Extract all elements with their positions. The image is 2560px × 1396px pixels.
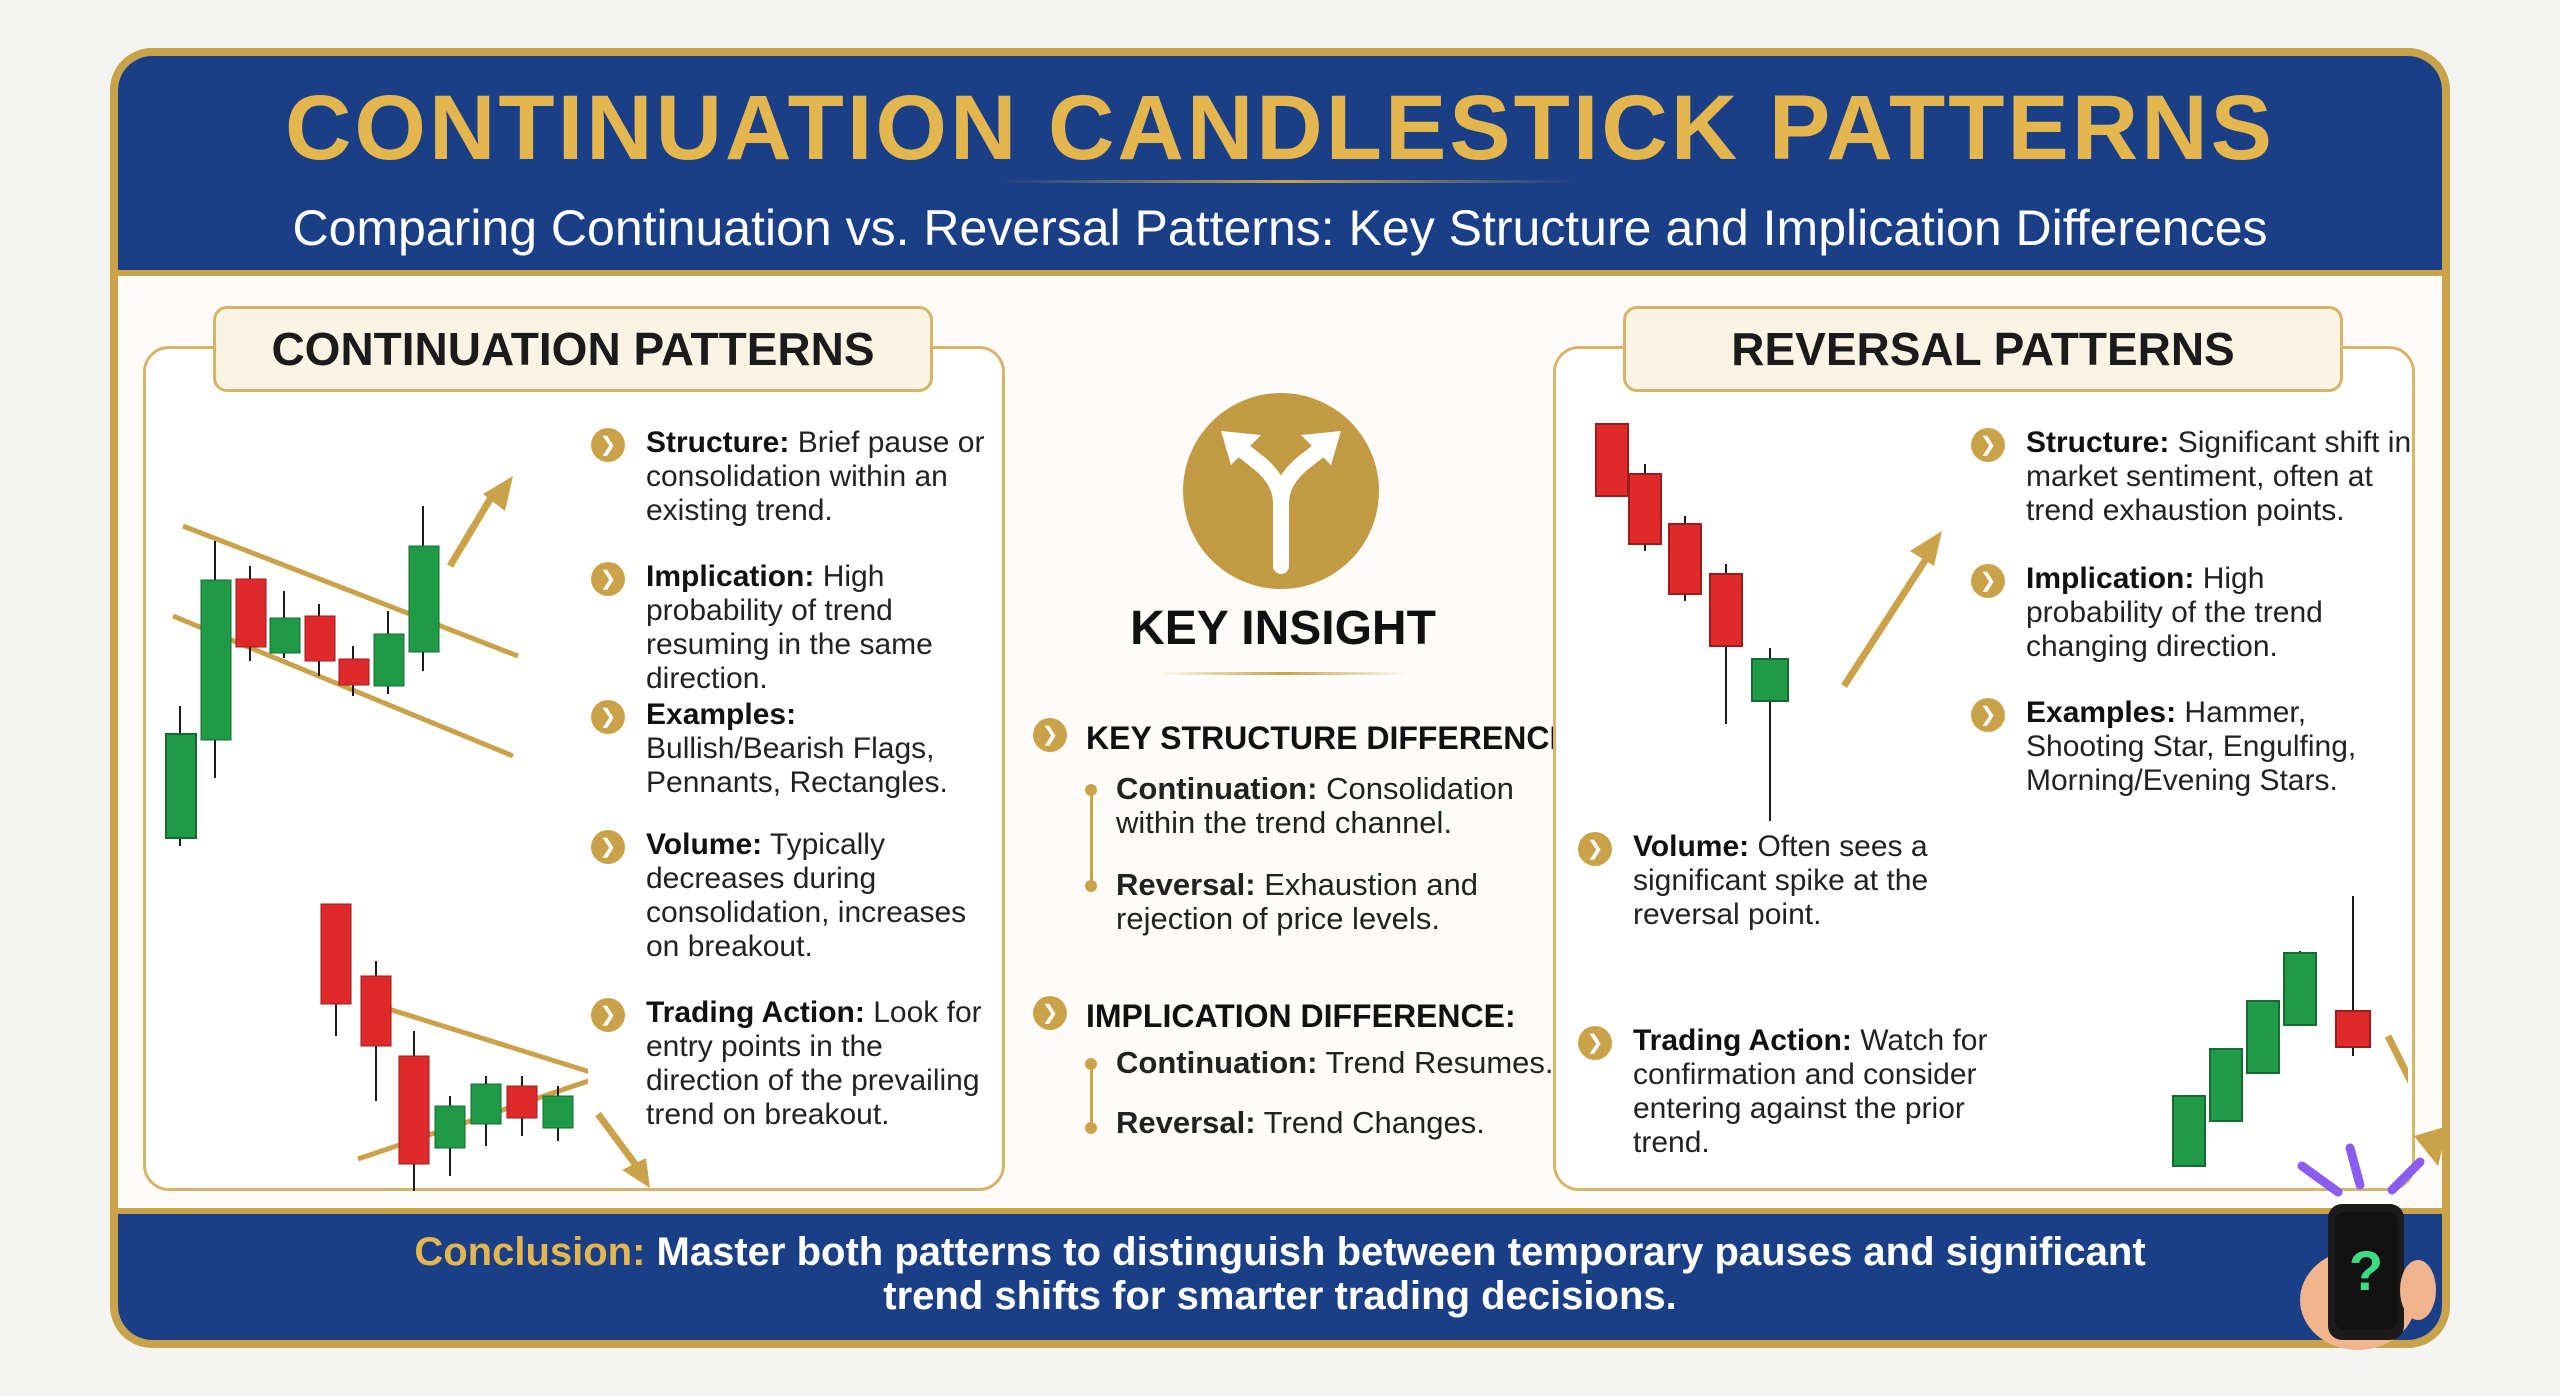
reversal-implication: Implication: High probability of the tre… [2026, 562, 2323, 663]
pennant-candle [470, 1076, 502, 1146]
chevron-right-icon: ❯ [1033, 718, 1067, 752]
reversal-candle [1628, 464, 1662, 551]
timeline-line [1090, 1068, 1093, 1122]
chevron-right-icon: ❯ [1578, 832, 1612, 866]
reversal-candle [1595, 423, 1629, 497]
chevron-right-icon: ❯ [1033, 996, 1067, 1030]
timeline-line [1090, 794, 1093, 880]
pennant-candle [320, 903, 352, 1036]
reversal-trading-action: Trading Action: Watch for confirmation a… [1633, 1024, 1988, 1159]
reversal-candle [2209, 1048, 2243, 1122]
flag-candle [200, 541, 232, 778]
continuation-charts [165, 476, 588, 1191]
flag-candle [165, 706, 197, 846]
flag-candle [373, 611, 405, 694]
reversal-candle [1751, 648, 1789, 821]
pennant-candle [506, 1076, 538, 1136]
flag-candle [408, 506, 440, 671]
conclusion-line-2: trend shifts for smarter trading decisio… [883, 1274, 1677, 1318]
flag-candle [338, 646, 370, 696]
reversal-down-arrow-head [2414, 1127, 2442, 1166]
page-subtitle: Comparing Continuation vs. Reversal Patt… [292, 200, 2268, 256]
continuation-volume: Volume: Typically decreases during conso… [646, 828, 967, 963]
flag-arrow-head [483, 476, 513, 511]
reversal-up-arrow-head [1910, 531, 1942, 566]
conclusion-lead: Conclusion: [414, 1230, 646, 1274]
chevron-right-icon: ❯ [591, 830, 625, 864]
reversal-label: REVERSAL PATTERNS [1623, 306, 2343, 392]
timeline-dot [1085, 1058, 1097, 1070]
continuation-implication: Implication: High probability of trend r… [646, 560, 933, 695]
implication-continuation: Continuation: Trend Resumes. [1116, 1045, 1554, 1080]
phone-question-icon: ? [2297, 1143, 2436, 1350]
reversal-candle [1668, 516, 1702, 601]
pennant-breakdown-arrow [595, 1111, 650, 1188]
infographic-frame: CONTINUATION CANDLESTICK PATTERNS Compar… [110, 48, 2450, 1348]
header-banner: CONTINUATION CANDLESTICK PATTERNS Compar… [118, 56, 2442, 276]
pennant-candle [360, 961, 392, 1101]
pennant-candle [542, 1086, 574, 1141]
page-title: CONTINUATION CANDLESTICK PATTERNS [284, 77, 2276, 179]
key-insight-divider [1158, 672, 1408, 675]
reversal-candle [2246, 1000, 2280, 1074]
continuation-trading-action: Trading Action: Look for entry points in… [646, 996, 982, 1131]
flag-breakout-arrow [446, 489, 499, 568]
reversal-candle [2335, 896, 2371, 1056]
reversal-candle [2283, 951, 2317, 1026]
chevron-right-icon: ❯ [1971, 428, 2005, 462]
chevron-right-icon: ❯ [591, 998, 625, 1032]
reversal-structure: Structure: Significant shift in market s… [2026, 426, 2412, 527]
svg-text:?: ? [2349, 1239, 2383, 1302]
chevron-right-icon: ❯ [591, 562, 625, 596]
reversal-examples: Examples: Hammer, Shooting Star, Engulfi… [2026, 696, 2357, 797]
reversal-charts [1595, 423, 2408, 1167]
structure-continuation: Continuation: Consolidation within the t… [1116, 771, 1514, 840]
timeline-dot [1085, 784, 1097, 796]
chevron-right-icon: ❯ [1971, 564, 2005, 598]
flag-candle [269, 591, 301, 658]
conclusion-line-1: Conclusion: Master both patterns to dist… [414, 1230, 2146, 1274]
reversal-candle [1709, 564, 1743, 724]
chevron-right-icon: ❯ [1578, 1026, 1612, 1060]
pennant-upper-line [362, 998, 588, 1074]
flag-candle [304, 604, 336, 676]
timeline-dot [1085, 1122, 1097, 1134]
continuation-structure: Structure: Brief pause or consolidation … [646, 426, 985, 527]
implication-reversal: Reversal: Trend Changes. [1116, 1105, 1485, 1140]
structure-reversal: Reversal: Exhaustion and rejection of pr… [1116, 867, 1478, 936]
split-arrow-icon [1183, 393, 1379, 589]
continuation-label: CONTINUATION PATTERNS [213, 306, 933, 392]
chevron-right-icon: ❯ [1971, 698, 2005, 732]
pennant-candle [398, 1031, 430, 1191]
reversal-down-arrow-shaft [2384, 1034, 2408, 1084]
reversal-up-arrow-shaft [1841, 554, 1931, 688]
chevron-right-icon: ❯ [591, 428, 625, 462]
chevron-right-icon: ❯ [591, 700, 625, 734]
pennant-candle [434, 1096, 466, 1176]
structure-difference-heading: KEY STRUCTURE DIFFERENCE: [1086, 720, 1582, 756]
continuation-panel [143, 346, 1005, 1191]
timeline-dot [1085, 880, 1097, 892]
reversal-volume: Volume: Often sees a significant spike a… [1633, 830, 1929, 931]
conclusion-banner: Conclusion: Master both patterns to dist… [118, 1208, 2442, 1340]
key-insight-title: KEY INSIGHT [1130, 602, 1436, 655]
title-divider [998, 180, 1578, 183]
flag-upper-line [182, 523, 519, 659]
flag-candle [235, 566, 267, 661]
implication-difference-heading: IMPLICATION DIFFERENCE: [1086, 998, 1516, 1034]
continuation-examples: Examples: Bullish/Bearish Flags, Pennant… [646, 698, 948, 799]
reversal-candle [2172, 1095, 2206, 1167]
